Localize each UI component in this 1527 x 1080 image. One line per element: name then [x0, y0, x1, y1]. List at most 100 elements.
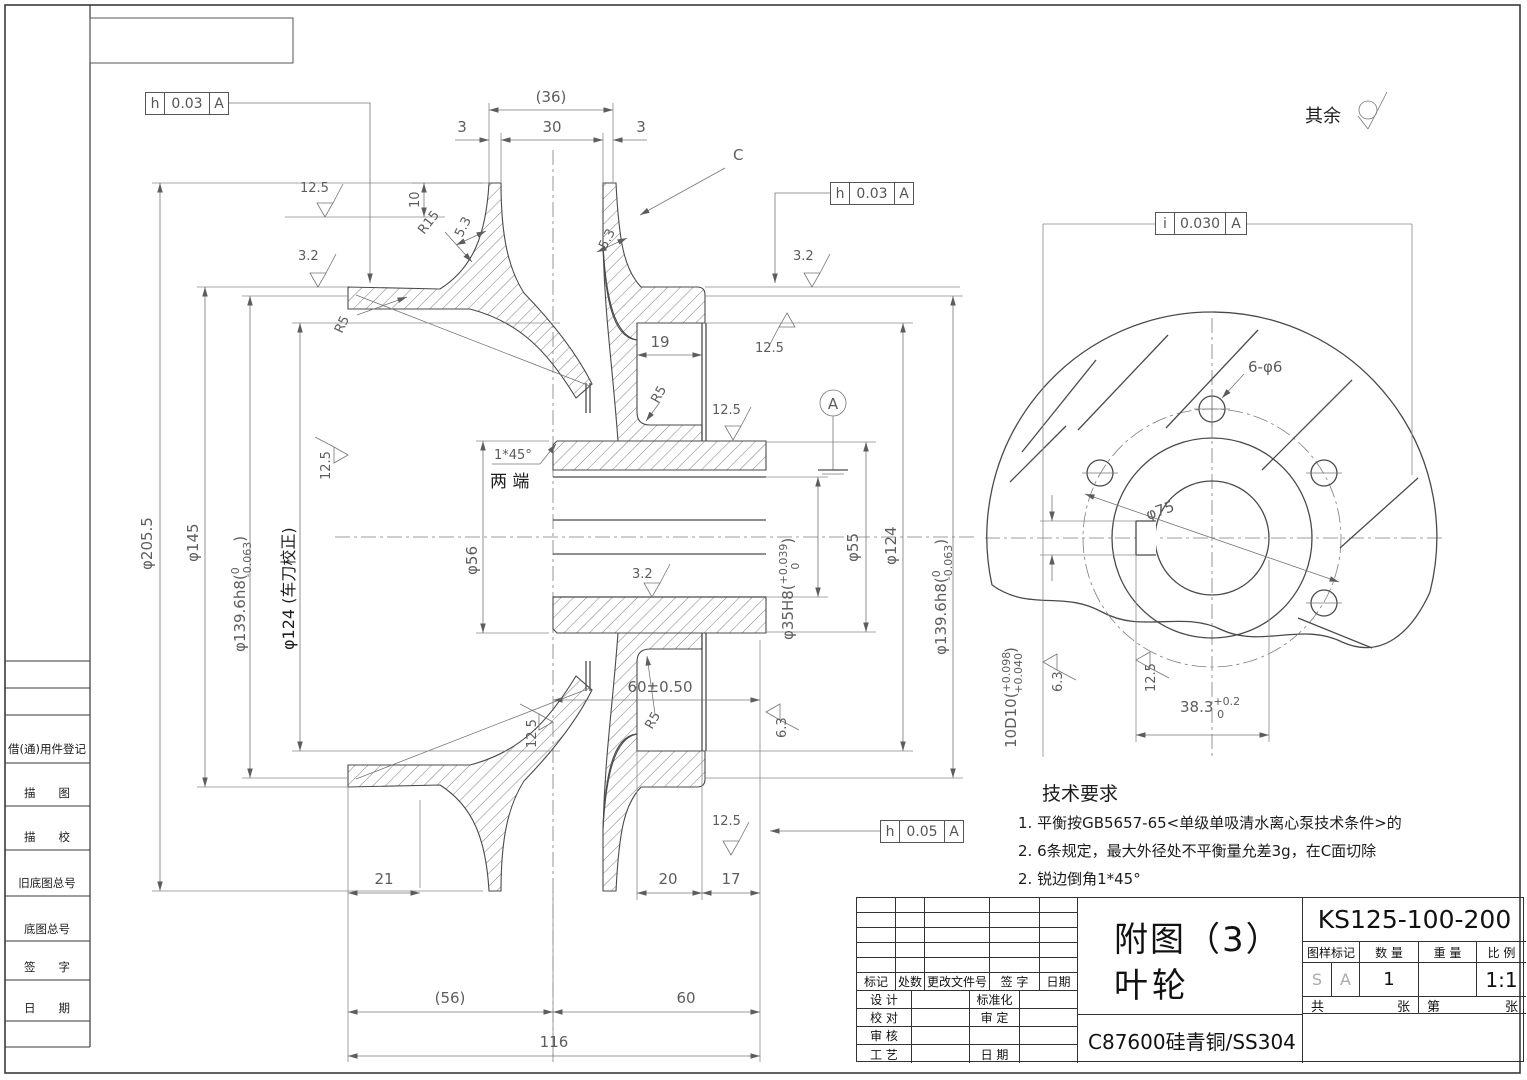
rev-header-sign: 签 字 [989, 973, 1039, 991]
dim-r5-a: R5 [332, 314, 353, 336]
dim-chamfer: 1*45° [494, 448, 532, 463]
sidebar-item: 旧底图总号 [18, 876, 76, 890]
dim-phi55: φ55 [844, 533, 862, 562]
sheet-number: 第张 [1418, 997, 1526, 1015]
rev-cell-blank [1019, 1027, 1077, 1045]
rev-cell-blank [911, 1045, 969, 1063]
sidebar-grid [5, 660, 90, 1048]
finish-12-5: 12.5 [300, 181, 329, 196]
label-both-ends: 两 端 [490, 472, 529, 492]
finish-12-5: 12.5 [319, 451, 334, 480]
sheet-total-label: 共 [1311, 999, 1325, 1015]
hole-centermarks [1082, 391, 1342, 604]
sheet-zhang-label: 张 [1504, 999, 1518, 1015]
rev-cell-blank [1019, 1045, 1077, 1063]
dim-r15: R15 [415, 208, 443, 237]
rest-label: 其余 [1305, 106, 1341, 127]
dim-116: 116 [540, 1033, 569, 1051]
impeller-section-hatched [347, 182, 767, 892]
drawing-number: KS125-100-200 [1303, 898, 1526, 942]
leader-lines [225, 102, 880, 834]
rev-header-docno: 更改文件号 [924, 973, 989, 991]
dim-21: 21 [374, 870, 393, 888]
col-qty: 数 量 [1359, 942, 1418, 963]
finish-6-3: 6.3 [775, 717, 790, 738]
fcf-symbol: h [830, 182, 850, 205]
rev-row-design: 设 计 [857, 991, 911, 1009]
finish-marks [309, 183, 1170, 856]
dim-phi75: φ75 [1143, 497, 1176, 523]
drawing-title: 附图（3） [1114, 920, 1282, 960]
part-name: 叶轮 [1114, 966, 1190, 1006]
dim-19: 19 [650, 333, 669, 351]
finish-12-5: 12.5 [755, 341, 784, 356]
dim-r5-c: R5 [642, 710, 664, 732]
finish-12-5: 12.5 [712, 814, 741, 829]
fcf-value: 0.03 [165, 92, 210, 115]
technical-requirements: 技术要求 1. 平衡按GB5657-65<单级单吸清水离心泵技术条件>的 2. … [1018, 783, 1402, 888]
fcf-datum: A [1226, 212, 1247, 235]
dim-5-3-left: 5.3 [452, 215, 475, 240]
impeller-section-lines [355, 294, 766, 780]
rev-cell-blank [1019, 1009, 1077, 1027]
material-spec: C87600硅青铜/SS304 [1088, 1030, 1296, 1054]
sheet-no-label: 第 [1427, 999, 1441, 1015]
fcf-symbol: h [880, 820, 900, 843]
val-qty: 1 [1359, 963, 1418, 997]
tech-req-line3: 2. 锐边倒角1*45° [1018, 870, 1141, 888]
col-weight: 重 量 [1418, 942, 1476, 963]
sidebar-item: 签 字 [24, 960, 70, 974]
number-area: KS125-100-200 图样标记 数 量 重 量 比 例 S A 1 1:1… [1302, 898, 1526, 1063]
dim-6-phi6: 6-φ6 [1248, 358, 1282, 376]
dim-phi124-right: φ124 [882, 526, 900, 565]
dim-phi139-right: φ139.6h8(0-0.063) [930, 539, 955, 655]
col-scale: 比 例 [1476, 942, 1526, 963]
sheet-border [4, 4, 1521, 1074]
datum-a-label: A [828, 395, 839, 413]
rev-cell-blank [1019, 991, 1077, 1009]
dim-60: 60 [676, 989, 695, 1007]
val-mark-s: S [1303, 963, 1331, 997]
finish-3-2: 3.2 [632, 567, 653, 582]
dim-phi139-left: φ139.6h8(0-0.063) [229, 536, 254, 652]
finish-12-5: 12.5 [712, 403, 741, 418]
fcf-value: 0.03 [850, 182, 895, 205]
sheet-zhang-label: 张 [1396, 999, 1410, 1015]
tech-req-line2: 2. 6条规定，最大外径处不平衡量允差3g，在C面切除 [1018, 842, 1376, 860]
dim-phi145: φ145 [184, 523, 202, 562]
label-c: C [733, 146, 743, 164]
fcf-symbol: h [145, 92, 165, 115]
rev-row-date: 日 期 [969, 1045, 1019, 1063]
fcf-symbol: i [1155, 212, 1175, 235]
aux-extension-lines [1040, 223, 1413, 757]
rev-row-approve: 审 定 [969, 1009, 1019, 1027]
sidebar-item: 底图总号 [24, 922, 70, 936]
sidebar-item: 日 期 [24, 1001, 70, 1015]
dim-phi205: φ205.5 [138, 517, 156, 570]
sidebar-item: 借(通)用件登记 [8, 742, 86, 756]
dimension-labels: (36) 3 30 3 10 R15 5.3 5.3 C 19 R5 R5 R5… [138, 88, 1159, 1051]
finish-12-5: 12.5 [525, 719, 540, 748]
aux-dimension-lines [1049, 373, 1340, 738]
rev-cell-blank [911, 1009, 969, 1027]
dim-56p: (56) [435, 989, 466, 1007]
finish-3-2: 3.2 [298, 249, 319, 264]
val-weight-blank [1418, 963, 1476, 997]
rest-finish-symbol: 其余 [1305, 91, 1388, 130]
fcf-datum: A [945, 820, 964, 843]
tech-req-title: 技术要求 [1042, 783, 1118, 805]
rev-row-standard: 标准化 [969, 991, 1019, 1009]
dim-phi124-left: φ124 (车刀校正) [279, 527, 298, 650]
dim-keyway-10d10: 10D10(+0.098+0.040) [1000, 647, 1025, 748]
revision-table: 标记 处数 更改文件号 签 字 日期 设 计 标准化 校 对 审 定 审 核 工… [857, 898, 1077, 1063]
val-scale: 1:1 [1476, 963, 1526, 997]
dim-20: 20 [658, 870, 677, 888]
dim-3-right: 3 [636, 118, 646, 136]
blade-edges [1009, 329, 1419, 649]
fcf-value: 0.030 [1175, 212, 1226, 235]
rev-cell-blank [911, 1027, 969, 1045]
sheet-total: 共张 [1303, 997, 1418, 1015]
